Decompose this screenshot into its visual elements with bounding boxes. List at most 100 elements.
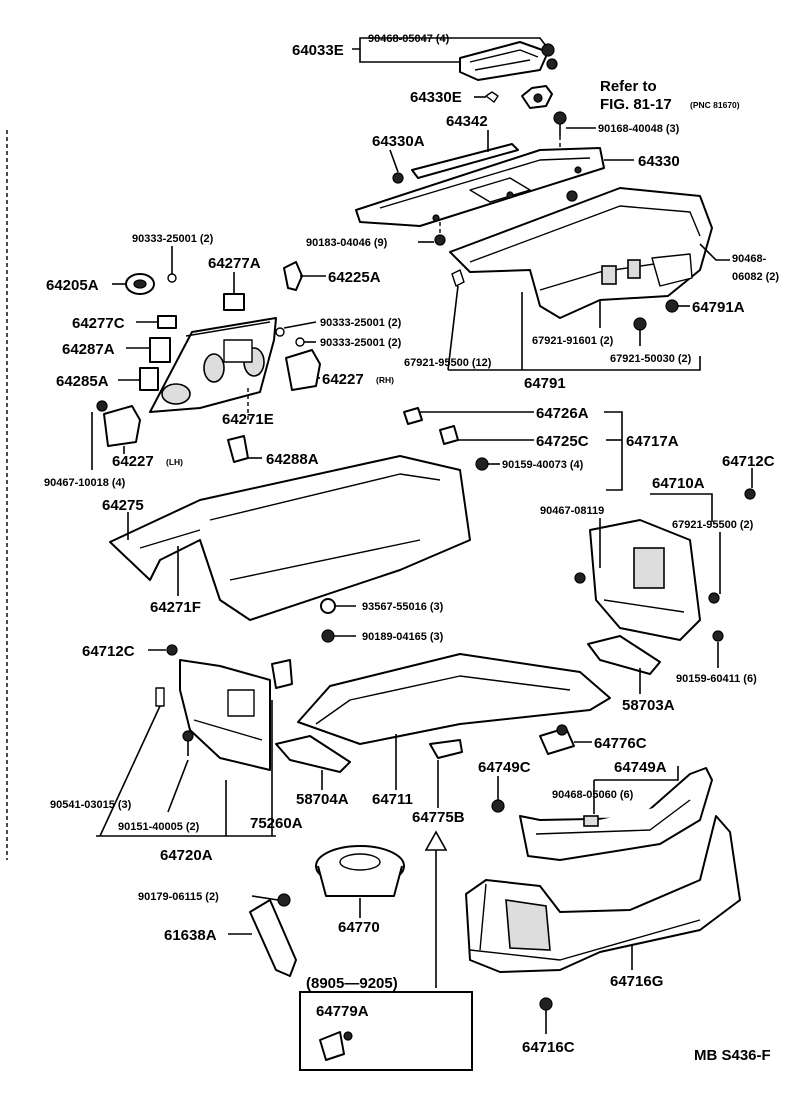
- bracket-64288A[interactable]: [227, 435, 249, 463]
- label-64205A: 64205A: [46, 277, 99, 294]
- label-64712C-a: 64712C: [722, 453, 775, 470]
- clip-64712C-b[interactable]: [166, 644, 178, 656]
- label-lh: (LH): [166, 457, 183, 467]
- clip-64712C-a[interactable]: [744, 488, 756, 500]
- screw-90168-40048[interactable]: [553, 111, 567, 136]
- hinge-64726A[interactable]: [403, 407, 423, 425]
- label-64271E: 64271E: [222, 411, 274, 428]
- leader-90179-06115: [251, 895, 279, 901]
- inset-box: [299, 991, 473, 1071]
- bracket-64277C[interactable]: [157, 315, 177, 329]
- label-90467-10018: 90467-10018 (4): [44, 477, 126, 489]
- clip-90189-04165[interactable]: [321, 629, 335, 643]
- label-64033E: 64033E: [292, 42, 344, 59]
- label-64271F: 64271F: [150, 599, 201, 616]
- tire-tray-64770[interactable]: [315, 845, 405, 897]
- clip-64720A-side[interactable]: [271, 659, 293, 689]
- label-90159-40073: 90159-40073 (4): [502, 459, 584, 471]
- package-tray-64330[interactable]: [355, 147, 605, 227]
- screw-90159-60411[interactable]: [712, 630, 724, 642]
- clip-67921-95500-12[interactable]: [451, 269, 465, 287]
- label-67921-91601: 67921-91601 (2): [532, 335, 614, 347]
- label-64716C: 64716C: [522, 1039, 575, 1056]
- pointer-arrow: [424, 830, 448, 988]
- cover-64285A[interactable]: [139, 367, 159, 391]
- bracket-64776C[interactable]: [539, 724, 575, 755]
- screw-90159-40073[interactable]: [475, 457, 489, 471]
- label-67921-50030: 67921-50030 (2): [610, 353, 692, 365]
- washer-93567-55016[interactable]: [320, 598, 336, 614]
- trunk-trim-64271F[interactable]: [109, 455, 471, 621]
- label-64770: 64770: [338, 919, 380, 936]
- label-58703A: 58703A: [622, 697, 675, 714]
- label-90189-04165: 90189-04165 (3): [362, 631, 444, 643]
- mat-58704A[interactable]: [275, 735, 351, 773]
- screw-90151-40005[interactable]: [182, 730, 194, 756]
- cover-64287A[interactable]: [149, 337, 171, 363]
- label-64716G: 64716G: [610, 973, 663, 990]
- rear-panel-trim-64271E[interactable]: [149, 317, 277, 413]
- trim-panel-64710A[interactable]: [574, 519, 720, 641]
- label-90468-06082-b: 06082 (2): [732, 271, 779, 283]
- label-64776C: 64776C: [594, 735, 647, 752]
- label-64287A: 64287A: [62, 341, 115, 358]
- grommet-64205A[interactable]: [125, 273, 155, 295]
- footer-code: MB S436-F: [694, 1047, 771, 1064]
- label-67921-95500-12: 67921-95500 (12): [404, 357, 492, 369]
- trim-64720A[interactable]: [179, 659, 271, 771]
- bracket-64775B[interactable]: [429, 739, 463, 759]
- label-64227-lh: 64227: [112, 453, 154, 470]
- leader-90468-06082: [699, 243, 730, 261]
- trunk-panel-64716G[interactable]: [465, 815, 741, 973]
- floor-mat-64711[interactable]: [297, 653, 611, 745]
- trim-64749A[interactable]: [519, 767, 713, 861]
- label-90159-60411: 90159-60411 (6): [676, 673, 757, 685]
- ornament-64033E[interactable]: [459, 41, 549, 81]
- label-64330: 64330: [638, 153, 680, 170]
- leader-64033E: [352, 48, 460, 63]
- label-90333-25001-c: 90333-25001 (2): [320, 337, 402, 349]
- trunk-lid-trim-64791[interactable]: [449, 187, 713, 319]
- label-90468-05060: 90468-05060 (6): [552, 789, 634, 801]
- clip-90333-25001-a[interactable]: [167, 273, 177, 283]
- label-fig-ref: FIG. 81-17: [600, 96, 672, 113]
- pin-90541-03015[interactable]: [155, 687, 165, 707]
- label-64330E: 64330E: [410, 89, 462, 106]
- label-93567-55016: 93567-55016 (3): [362, 601, 444, 613]
- hook-64225A[interactable]: [283, 261, 303, 291]
- label-90541-03015: 90541-03015 (3): [50, 799, 132, 811]
- leader-90468-05047: [359, 37, 547, 49]
- label-date-range: (8905—9205): [306, 975, 398, 992]
- label-pnc: (PNC 81670): [690, 100, 740, 110]
- label-75260A: 75260A: [250, 815, 303, 832]
- lamp-bracket-ref[interactable]: [521, 85, 553, 109]
- screw-64716C[interactable]: [539, 997, 553, 1011]
- bracket-61638A[interactable]: [249, 893, 297, 977]
- label-64791: 64791: [524, 375, 566, 392]
- bracket-64277A[interactable]: [223, 293, 245, 311]
- strip-64342[interactable]: [411, 143, 519, 179]
- clip-90183-04046[interactable]: [434, 234, 446, 246]
- bracket-64227-rh[interactable]: [285, 349, 321, 391]
- clip-64330A[interactable]: [392, 172, 404, 184]
- label-64749A: 64749A: [614, 759, 667, 776]
- clip-90333-25001-c[interactable]: [295, 337, 305, 347]
- clip-64749C[interactable]: [491, 799, 505, 813]
- label-90333-25001-a: 90333-25001 (2): [132, 233, 214, 245]
- hinge-64725C[interactable]: [439, 425, 459, 445]
- clip-64791A[interactable]: [665, 299, 679, 313]
- hook-64779A[interactable]: [319, 1031, 353, 1061]
- label-64749C: 64749C: [478, 759, 531, 776]
- leader-64330A: [389, 149, 399, 173]
- label-64717A: 64717A: [626, 433, 679, 450]
- clip-67921-50030[interactable]: [633, 317, 647, 331]
- label-64277C: 64277C: [72, 315, 125, 332]
- mat-58703A[interactable]: [587, 635, 661, 675]
- nut-90468-05047[interactable]: [541, 43, 558, 70]
- label-90333-25001-b: 90333-25001 (2): [320, 317, 402, 329]
- label-90467-08119: 90467-08119: [540, 505, 604, 517]
- bracket-64227-lh[interactable]: [96, 400, 141, 447]
- clip-64330E[interactable]: [485, 91, 499, 103]
- clip-90333-25001-b[interactable]: [275, 327, 285, 337]
